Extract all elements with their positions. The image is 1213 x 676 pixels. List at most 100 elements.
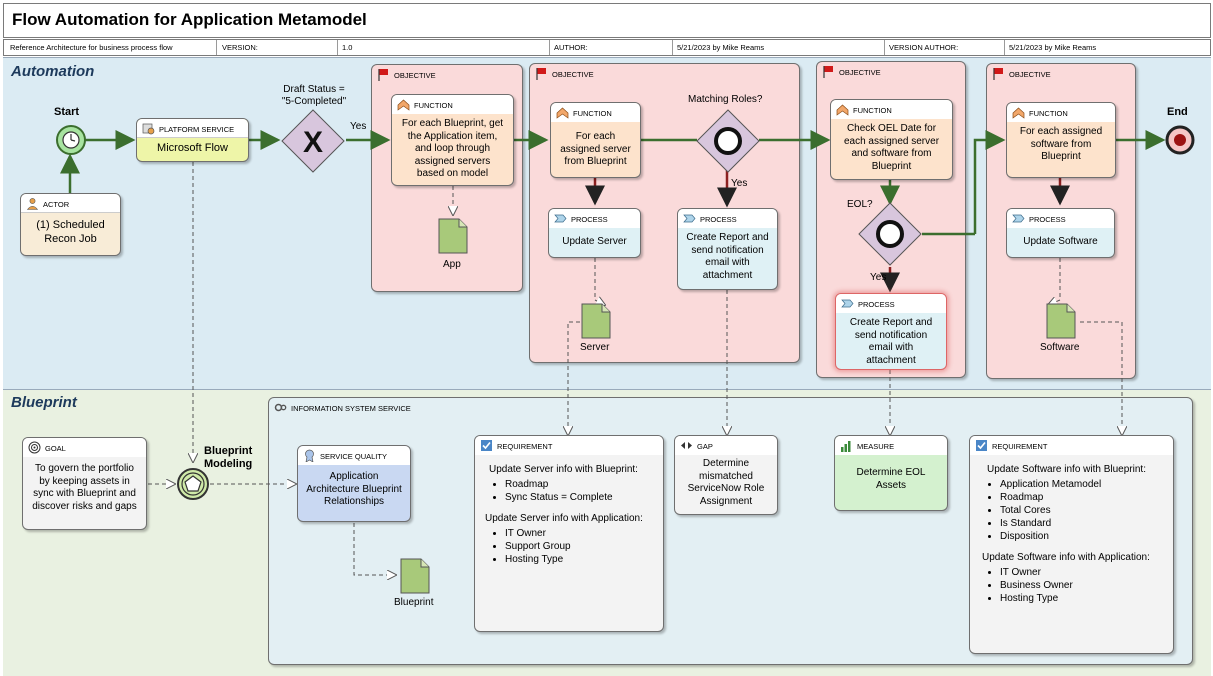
author-label: AUTHOR: — [554, 43, 588, 52]
requirement1-heading2: Update Server info with Application: — [485, 513, 643, 524]
gap-box[interactable]: GAP Determine mismatched ServiceNow Role… — [674, 435, 778, 515]
matching-roles-label: Matching Roles? — [688, 94, 763, 105]
red-flag-icon — [993, 68, 1003, 80]
function-4-text: For each assigned software from Blueprin… — [1019, 126, 1103, 162]
blueprint-modeling-event[interactable] — [176, 467, 210, 501]
function-3[interactable]: FUNCTION Check OEL Date for each assigne… — [830, 99, 953, 180]
red-flag-icon — [536, 68, 546, 80]
gap-cap: GAP — [697, 442, 713, 451]
function-cap: FUNCTION — [853, 106, 892, 115]
list-item: Total Cores — [1000, 504, 1173, 517]
function-4[interactable]: FUNCTION For each assigned software from… — [1006, 102, 1116, 178]
process-arrow-icon — [683, 214, 696, 223]
app-document-label: App — [443, 259, 461, 270]
function-2[interactable]: FUNCTION For each assigned server from B… — [550, 102, 641, 178]
draft-status-label: Draft Status = "5-Completed" — [281, 84, 347, 107]
function-chevron-icon — [836, 104, 849, 116]
list-item: Support Group — [505, 540, 663, 553]
list-item: Disposition — [1000, 530, 1173, 543]
process-report-2[interactable]: PROCESS Create Report and send notificat… — [835, 293, 947, 370]
service-quality-cap: SERVICE QUALITY — [320, 452, 387, 461]
list-item: Is Standard — [1000, 517, 1173, 530]
automation-lane-title: Automation — [11, 63, 95, 80]
process-cap: PROCESS — [858, 300, 895, 309]
list-item: Business Owner — [1000, 579, 1173, 592]
function-3-text: Check OEL Date for each assigned server … — [843, 123, 940, 172]
requirement-server[interactable]: REQUIREMENT Update Server info with Blue… — [474, 435, 664, 632]
measure-cap: MEASURE — [857, 442, 895, 451]
svg-text:X: X — [303, 126, 323, 159]
exclusive-gateway[interactable]: X — [280, 108, 346, 174]
function-1-text: For each Blueprint, get the Application … — [401, 118, 504, 179]
actor-cap: ACTOR — [43, 200, 70, 209]
function-1[interactable]: FUNCTION For each Blueprint, get the App… — [391, 94, 514, 186]
platform-service-box[interactable]: PLATFORM SERVICE Microsoft Flow — [136, 118, 249, 162]
diagram-title: Flow Automation for Application Metamode… — [3, 3, 1211, 38]
yes-label-3: Yes — [870, 272, 887, 283]
yes-label-1: Yes — [350, 121, 367, 132]
end-event-icon[interactable] — [1164, 124, 1196, 156]
goal-text: To govern the portfolio by keeping asset… — [32, 463, 137, 512]
red-flag-icon — [378, 69, 388, 81]
matching-roles-gateway[interactable] — [695, 108, 761, 174]
gears-icon — [274, 403, 287, 412]
version-label: VERSION: — [222, 43, 258, 52]
process-4-text: Update Software — [1023, 236, 1098, 247]
service-quality-text: Application Architecture Blueprint Relat… — [306, 471, 402, 507]
measure-box[interactable]: MEASURE Determine EOL Assets — [834, 435, 948, 511]
process-arrow-icon — [841, 299, 854, 308]
service-quality-box[interactable]: SERVICE QUALITY Application Architecture… — [297, 445, 411, 522]
objective-label: OBJECTIVE — [394, 71, 436, 80]
platform-text: Microsoft Flow — [157, 142, 228, 154]
description-value: Reference Architecture for business proc… — [10, 43, 173, 52]
function-chevron-icon — [1012, 107, 1025, 119]
measure-text: Determine EOL Assets — [856, 467, 926, 491]
list-item: Roadmap — [1000, 491, 1173, 504]
server-document-label: Server — [580, 342, 610, 353]
version-author-label: VERSION AUTHOR: — [889, 43, 959, 52]
function-cap: FUNCTION — [573, 109, 612, 118]
actor-box[interactable]: ACTOR (1) Scheduled Recon Job — [20, 193, 121, 256]
list-item: Hosting Type — [1000, 592, 1173, 605]
blueprint-lane-title: Blueprint — [11, 394, 77, 411]
server-document-icon[interactable] — [581, 303, 611, 339]
process-arrow-icon — [554, 214, 567, 223]
app-document-icon[interactable] — [438, 218, 468, 254]
requirement-cap: REQUIREMENT — [992, 442, 1048, 451]
function-cap: FUNCTION — [1029, 109, 1068, 118]
version-author-value: 5/21/2023 by Mike Reams — [1009, 43, 1097, 52]
gear-cube-icon — [142, 123, 155, 135]
start-timer-icon[interactable] — [55, 124, 87, 156]
requirement-software[interactable]: REQUIREMENT Update Software info with Bl… — [969, 435, 1174, 654]
requirement2-heading2: Update Software info with Application: — [982, 552, 1150, 563]
process-arrow-icon — [1012, 214, 1025, 223]
metadata-bar: Reference Architecture for business proc… — [3, 39, 1211, 56]
gap-arrows-icon — [681, 442, 692, 449]
eol-gateway[interactable] — [857, 201, 923, 267]
gap-text: Determine mismatched ServiceNow Role Ass… — [687, 458, 765, 507]
red-flag-icon — [823, 66, 833, 78]
software-document-icon[interactable] — [1046, 303, 1076, 339]
process-cap: PROCESS — [571, 215, 608, 224]
process-1-text: Update Server — [562, 236, 627, 247]
checkbox-icon — [481, 440, 492, 451]
checkbox-icon — [976, 440, 987, 451]
blueprint-document-icon[interactable] — [400, 558, 430, 594]
process-cap: PROCESS — [1029, 215, 1066, 224]
author-value: 5/21/2023 by Mike Reams — [677, 43, 765, 52]
function-chevron-icon — [556, 107, 569, 119]
process-3-text: Create Report and send notification emai… — [849, 317, 933, 366]
requirement2-heading1: Update Software info with Blueprint: — [987, 464, 1146, 475]
goal-box[interactable]: GOAL To govern the portfolio by keeping … — [22, 437, 147, 530]
process-update-server[interactable]: PROCESS Update Server — [548, 208, 641, 258]
function-2-text: For each assigned server from Blueprint — [560, 131, 631, 167]
process-update-software[interactable]: PROCESS Update Software — [1006, 208, 1115, 258]
goal-cap: GOAL — [45, 444, 66, 453]
list-item: IT Owner — [505, 527, 663, 540]
end-label: End — [1167, 106, 1188, 118]
list-item: IT Owner — [1000, 566, 1173, 579]
list-item: Sync Status = Complete — [505, 491, 663, 504]
function-chevron-icon — [397, 99, 410, 111]
platform-cap: PLATFORM SERVICE — [159, 125, 235, 134]
process-report-1[interactable]: PROCESS Create Report and send notificat… — [677, 208, 778, 290]
